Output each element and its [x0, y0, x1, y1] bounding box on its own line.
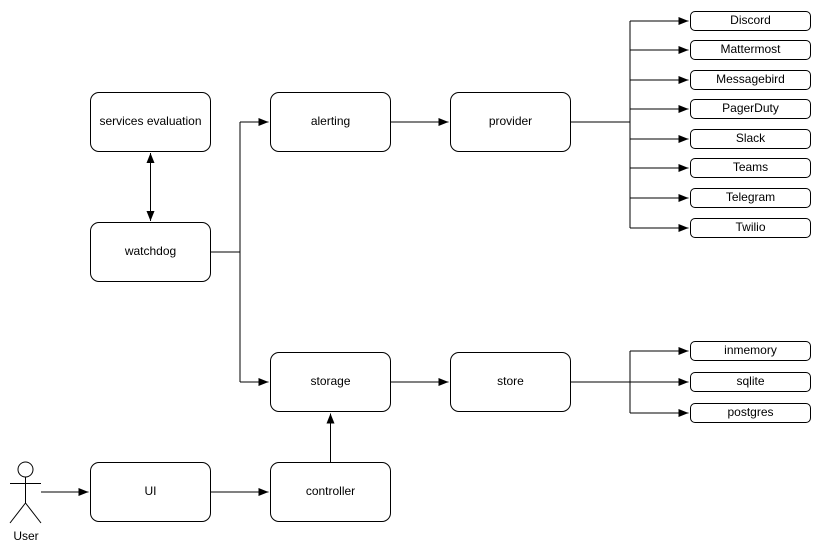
- user-actor-icon: [9, 461, 42, 524]
- node-storage-label: storage: [310, 374, 351, 389]
- node-messagebird: Messagebird: [690, 70, 811, 90]
- node-inmemory-label: inmemory: [724, 343, 777, 358]
- node-sqlite: sqlite: [690, 372, 811, 392]
- node-storage: storage: [270, 352, 391, 412]
- node-ui-label: UI: [144, 484, 157, 499]
- node-discord: Discord: [690, 11, 811, 31]
- node-inmemory: inmemory: [690, 341, 811, 361]
- node-pagerduty: PagerDuty: [690, 99, 811, 119]
- node-services-evaluation-label: services evaluation: [99, 114, 202, 129]
- node-pagerduty-label: PagerDuty: [722, 101, 779, 116]
- node-alerting-label: alerting: [310, 114, 351, 129]
- node-twilio: Twilio: [690, 218, 811, 238]
- node-watchdog: watchdog: [90, 222, 211, 282]
- node-services-evaluation: services evaluation: [90, 92, 211, 152]
- node-postgres-label: postgres: [727, 405, 774, 420]
- node-alerting: alerting: [270, 92, 391, 152]
- node-slack: Slack: [690, 129, 811, 149]
- node-slack-label: Slack: [735, 131, 766, 146]
- user-actor-label: User: [13, 529, 39, 543]
- node-store: store: [450, 352, 571, 412]
- node-messagebird-label: Messagebird: [716, 72, 785, 87]
- node-store-label: store: [497, 374, 524, 389]
- node-mattermost: Mattermost: [690, 40, 811, 60]
- node-controller: controller: [270, 462, 391, 522]
- node-twilio-label: Twilio: [735, 220, 766, 235]
- node-provider: provider: [450, 92, 571, 152]
- node-discord-label: Discord: [730, 13, 771, 28]
- node-provider-label: provider: [488, 114, 533, 129]
- node-postgres: postgres: [690, 403, 811, 423]
- node-watchdog-label: watchdog: [124, 244, 177, 259]
- node-telegram-label: Telegram: [725, 190, 776, 205]
- node-mattermost-label: Mattermost: [720, 42, 781, 57]
- node-telegram: Telegram: [690, 188, 811, 208]
- node-teams: Teams: [690, 158, 811, 178]
- node-ui: UI: [90, 462, 211, 522]
- node-controller-label: controller: [305, 484, 356, 499]
- node-teams-label: Teams: [732, 160, 769, 175]
- node-sqlite-label: sqlite: [736, 374, 765, 389]
